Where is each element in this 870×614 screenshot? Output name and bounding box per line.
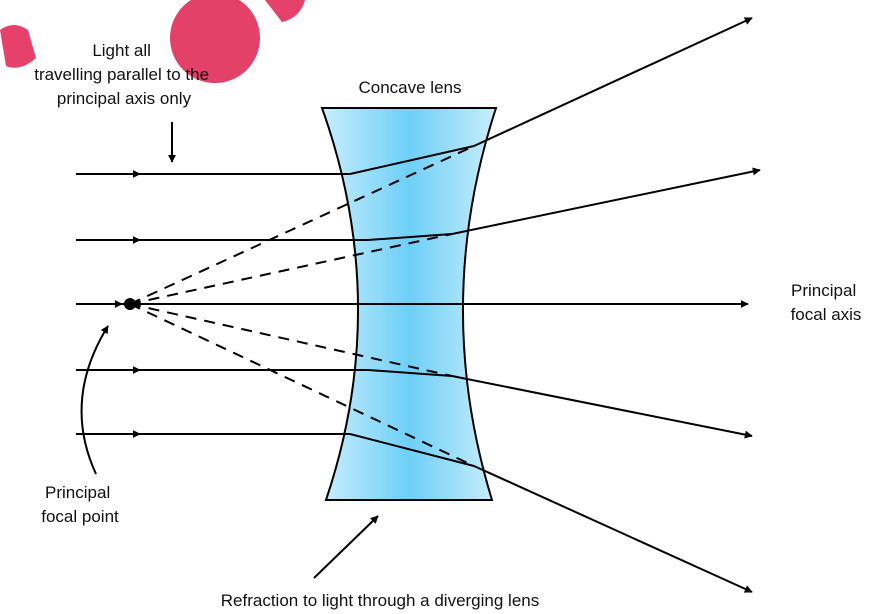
caption-pointer [313, 515, 379, 579]
focal-point-label: Principal focal point [41, 483, 119, 526]
diagram-caption: Refraction to light through a diverging … [221, 591, 539, 610]
watermark [0, 0, 305, 83]
lens-label: Concave lens [358, 78, 461, 97]
ray-inside-lens [367, 369, 453, 377]
virtual-ray [129, 145, 475, 305]
ray-inside-lens [349, 433, 475, 467]
virtual-ray [129, 303, 475, 467]
ray-inside-lens [367, 233, 453, 241]
principal-axis-label: Principal focal axis [791, 281, 862, 324]
virtual-ray [129, 233, 453, 305]
refracted-ray [451, 375, 753, 439]
refracted-ray [473, 17, 753, 147]
virtual-ray [129, 303, 453, 377]
focal-point-pointer [80, 325, 109, 475]
refracted-ray [473, 465, 753, 593]
principal-focal-point [124, 298, 136, 310]
refracted-ray [451, 167, 761, 235]
ray-inside-lens [349, 145, 475, 175]
incoming-rays-label: Light all travelling parallel to the pri… [34, 41, 214, 108]
